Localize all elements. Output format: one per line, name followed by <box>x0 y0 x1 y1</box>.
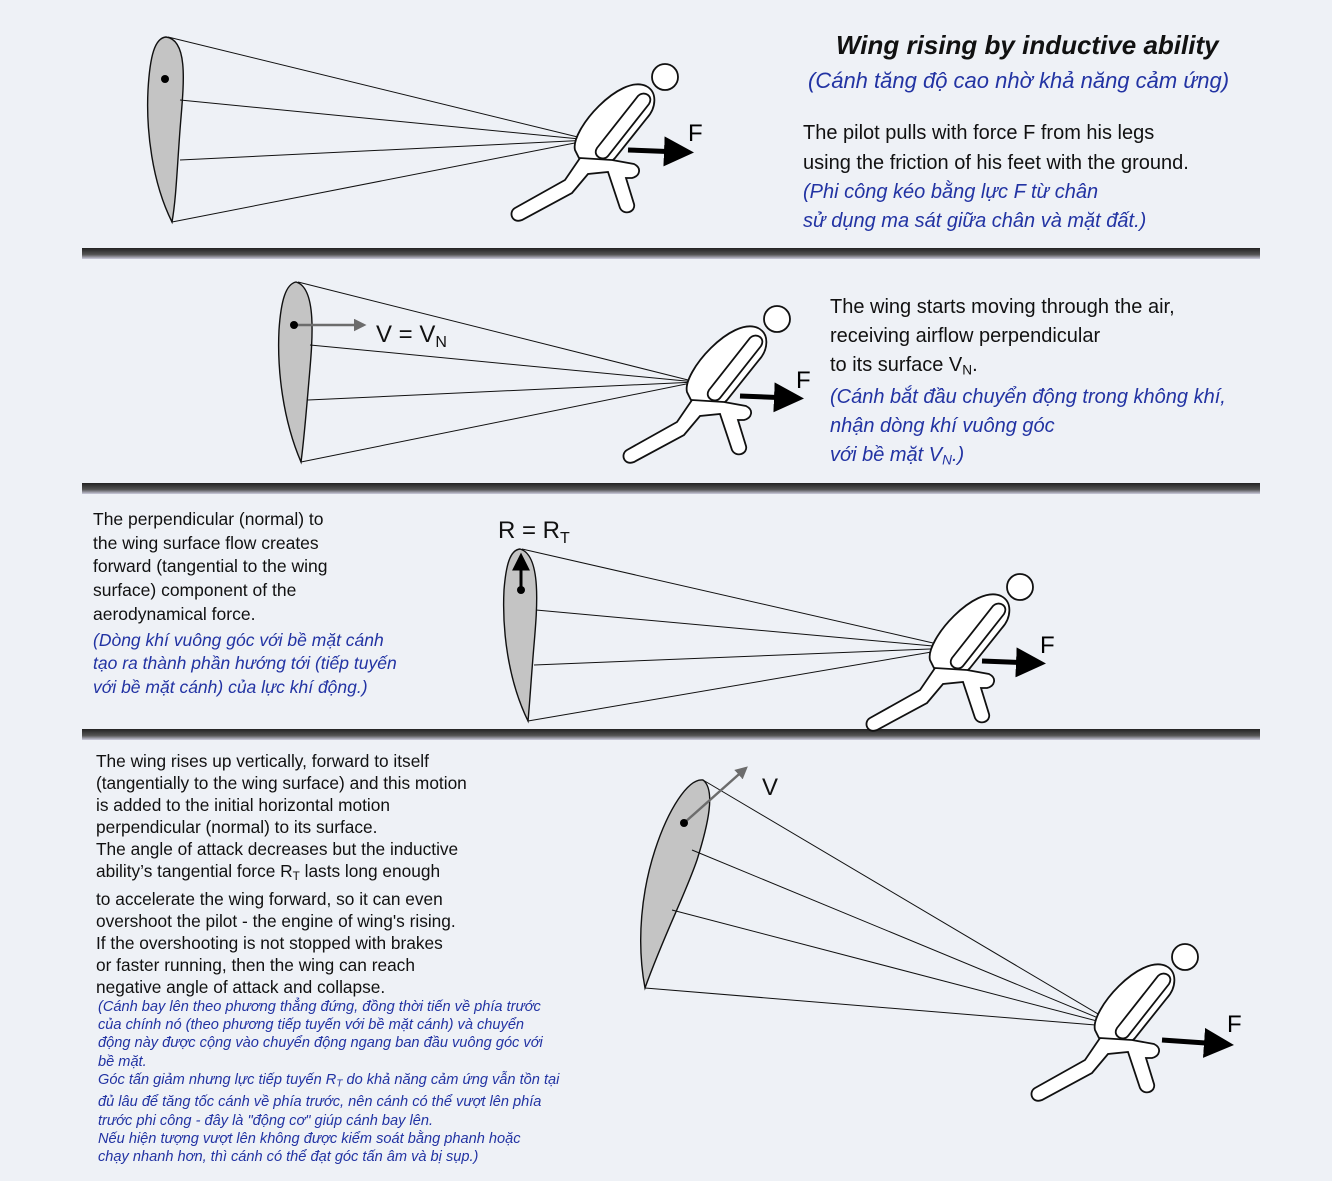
panel4-vi-line: (Cánh bay lên theo phương thẳng đứng, đồ… <box>98 999 541 1015</box>
panel4-vi-line: động này được cộng vào chuyển động ngang… <box>98 1035 543 1052</box>
panel4-description: The wing rises up vertically, forward to… <box>96 750 556 998</box>
panel4-en-line: negative angle of attack and collapse. <box>96 976 386 997</box>
panel2-force-label: F <box>796 367 811 394</box>
panel4-vi-line: bề mặt. <box>98 1053 147 1070</box>
panel4-wing <box>640 779 711 991</box>
panel4-en-line: The angle of attack decreases but the in… <box>96 839 459 859</box>
panel2-en-line: The wing starts moving through the air, <box>830 296 1175 318</box>
panel1-force-label: F <box>688 120 703 147</box>
panel4-force-label: F <box>1227 1011 1242 1038</box>
panel4-en-line: (tangentially to the wing surface) and t… <box>96 773 467 793</box>
panel4-en-line: overshoot the pilot - the engine of wing… <box>96 910 456 931</box>
panel1-lines <box>167 36 591 223</box>
panel1-wing-group <box>146 36 591 225</box>
divider-2 <box>82 483 1260 494</box>
panel3-vi-line: tạo ra thành phần hướng tới (tiếp tuyến <box>93 653 397 674</box>
panel2-description: The wing starts moving through the air, … <box>830 293 1290 384</box>
panel3-vi-line: (Dòng khí vuông góc với bề mặt cánh <box>93 630 384 650</box>
panel2-en-line: receiving airflow perpendicular <box>830 325 1101 347</box>
panel3-resultant-label: R = RT <box>498 517 570 547</box>
panel3-en-line: The perpendicular (normal) to <box>93 509 324 529</box>
panel3-en-line: surface) component of the <box>93 580 297 601</box>
panel3-force-label: F <box>1040 632 1055 659</box>
panel4-wing-group <box>640 766 1121 1028</box>
panel4-en-line: to accelerate the wing forward, so it ca… <box>96 888 443 909</box>
panel1-en-line: using the friction of his feet with the … <box>803 152 1189 174</box>
panel4-description-vi: (Cánh bay lên theo phương thẳng đứng, đồ… <box>98 998 643 1166</box>
panel1-description-vi: (Phi công kéo bằng lực F từ chân sử dụng… <box>803 178 1283 236</box>
panel3-description: The perpendicular (normal) to the wing s… <box>93 508 443 627</box>
panel3-wing-group <box>502 548 956 724</box>
panel4-force-arrow <box>1161 1027 1234 1058</box>
panel3-description-vi: (Dòng khí vuông góc với bề mặt cánh tạo … <box>93 629 453 699</box>
panel2-wing-center-dot <box>290 321 298 329</box>
panel1-vi-line: sử dụng ma sát giữa chân và mặt đất.) <box>803 210 1147 232</box>
panel2-description-vi: (Cánh bắt đầu chuyển động trong không kh… <box>830 383 1290 474</box>
panel4-vi-line: Góc tấn giảm nhưng lực tiếp tuyến RT do … <box>98 1071 560 1090</box>
panel2-pilot <box>622 305 791 464</box>
panel4-vi-line: trước phi công - đây là "động cơ" giúp c… <box>98 1112 433 1129</box>
panel1-vi-line: (Phi công kéo bằng lực F từ chân <box>803 181 1099 203</box>
panel4-velocity-arrow <box>683 766 748 824</box>
panel4-en-line: If the overshooting is not stopped with … <box>96 932 443 953</box>
panel2-lines <box>297 281 697 463</box>
panel1-description: The pilot pulls with force F from his le… <box>803 118 1283 178</box>
panel2-wing <box>277 281 313 465</box>
panel4-vi-line: Nếu hiện tượng vượt lên không được kiểm … <box>98 1130 521 1147</box>
panel4-velocity-label: V <box>762 774 778 801</box>
panel1-force-arrow <box>627 136 694 167</box>
panel2-velocity-label: V = VN <box>376 321 447 351</box>
panel4-en-line: is added to the initial horizontal motio… <box>96 795 390 815</box>
panel4-vi-line: đủ lâu để tăng tốc cánh về phía trước, n… <box>98 1094 542 1111</box>
panel3-vi-line: với bề mặt cánh) của lực khí động.) <box>93 676 368 697</box>
panel3-lines <box>521 548 956 722</box>
panel4-vi-line: của chính nó (theo phương tiếp tuyến với… <box>98 1017 525 1034</box>
panel2-wing-group <box>277 281 697 465</box>
panel1-pilot <box>510 63 679 222</box>
diagram-title: Wing rising by inductive ability <box>836 30 1219 60</box>
panel2-vi-line: nhận dòng khí vuông góc <box>830 415 1055 437</box>
panel2-force-arrow <box>739 382 804 413</box>
panel3-en-line: aerodynamical force. <box>93 603 256 624</box>
diagram-subtitle: (Cánh tăng độ cao nhờ khả năng cảm ứng) <box>808 68 1230 93</box>
panel3-wing-center-dot <box>517 586 525 594</box>
panel1-wing <box>146 36 184 225</box>
panel3-pilot <box>865 573 1034 732</box>
panel2-en-line: to its surface VN. <box>830 354 978 378</box>
panel4-wing-center-dot <box>680 819 688 827</box>
panel3-force-arrow <box>981 647 1046 678</box>
panel4-vi-line: chạy nhanh hơn, thì cánh có thể đạt góc … <box>98 1149 479 1166</box>
panel2-vi-line: với bề mặt VN.) <box>830 444 965 468</box>
panel4-en-line: ability’s tangential force RT lasts long… <box>96 861 441 883</box>
panel4-pilot <box>1030 943 1199 1102</box>
panel4-en-line: The wing rises up vertically, forward to… <box>96 751 429 771</box>
panel1-wing-center-dot <box>161 75 169 83</box>
panel4-en-line: or faster running, then the wing can rea… <box>96 954 415 975</box>
panel2-vi-line: (Cánh bắt đầu chuyển động trong không kh… <box>830 386 1226 408</box>
panel1-en-line: The pilot pulls with force F from his le… <box>803 122 1155 144</box>
panel4-lines <box>644 779 1121 1028</box>
panel3-en-line: the wing surface flow creates <box>93 532 319 553</box>
panel4-en-line: perpendicular (normal) to its surface. <box>96 817 378 837</box>
divider-3 <box>82 729 1260 740</box>
panel3-en-line: forward (tangential to the wing <box>93 556 328 577</box>
divider-1 <box>82 248 1260 259</box>
